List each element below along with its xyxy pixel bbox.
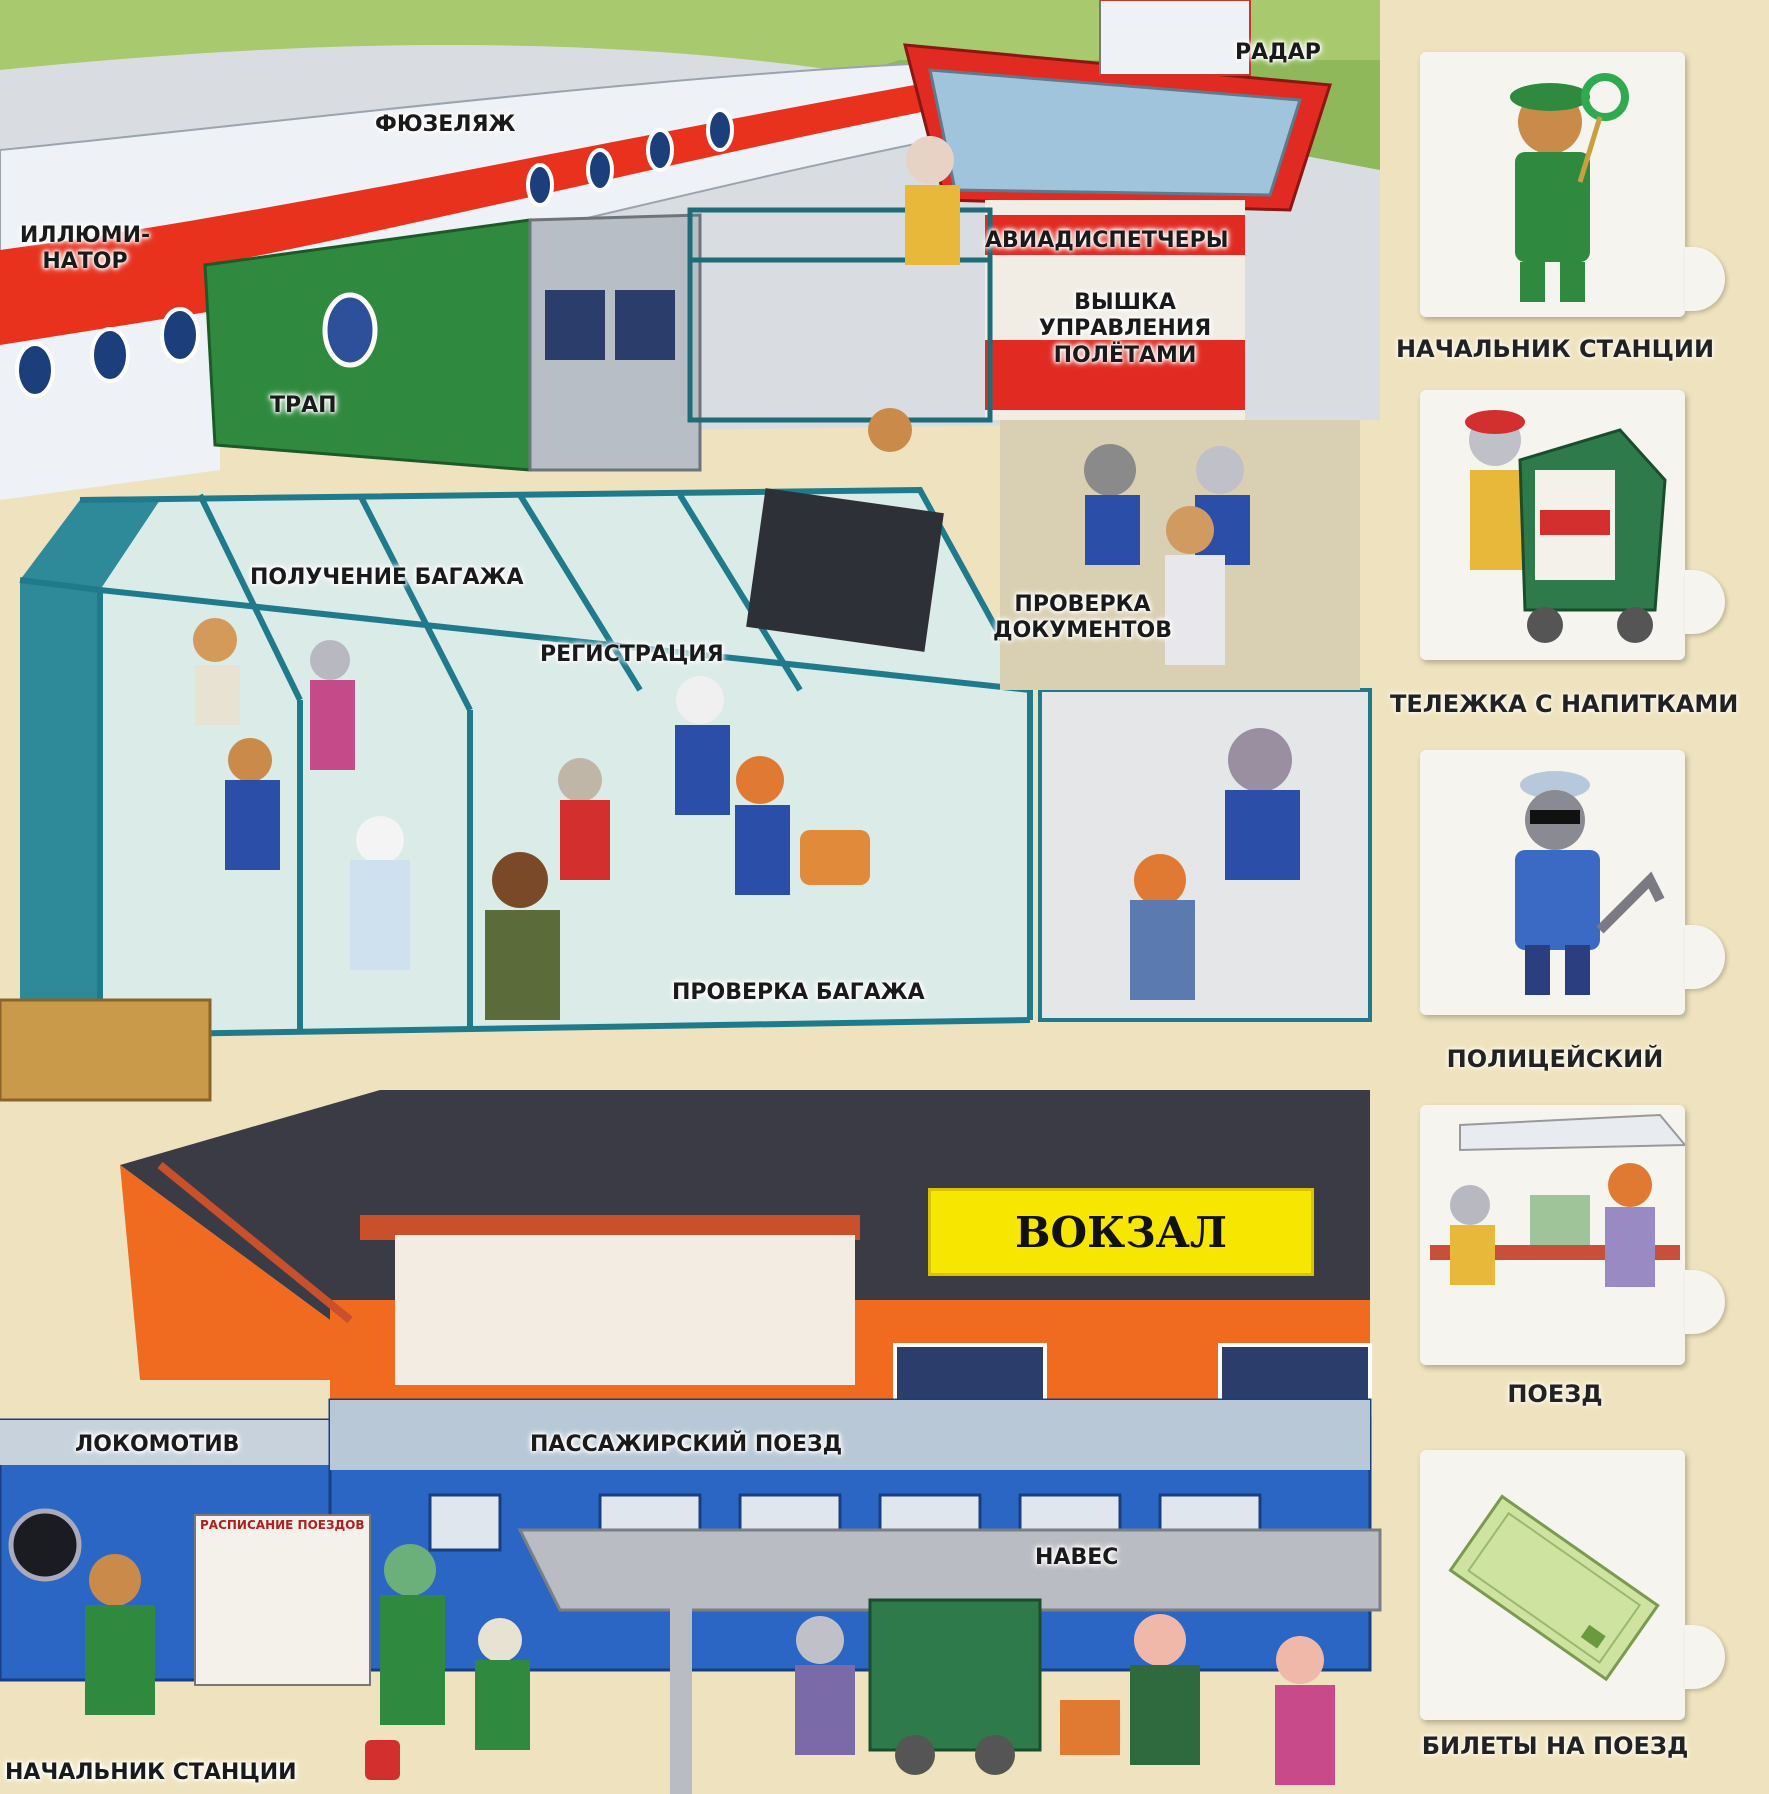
label-canopy: НАВЕС (1035, 1545, 1119, 1570)
label-document-check: ПРОВЕРКА ДОКУМЕНТОВ (992, 592, 1173, 644)
terminal-building (0, 420, 1372, 1102)
label-station-master: НАЧАЛЬНИК СТАНЦИИ (5, 1760, 297, 1785)
label-radar: РАДАР (1235, 40, 1321, 65)
label-baggage-check: ПРОВЕРКА БАГАЖА (672, 980, 925, 1005)
terminal-characters (193, 136, 1300, 1020)
train-tickets-icon (1448, 1494, 1660, 1682)
label-locomotive: ЛОКОМОТИВ (75, 1432, 240, 1457)
label-timetable: РАСПИСАНИЕ ПОЕЗДОВ (200, 1518, 365, 1532)
card-label-train: ПОЕЗД (1507, 1380, 1603, 1408)
card-policeman[interactable] (1420, 750, 1725, 1015)
card-label-station-master: НАЧАЛЬНИК СТАНЦИИ (1395, 335, 1715, 363)
gangway (203, 213, 702, 472)
label-passenger-train: ПАССАЖИРСКИЙ ПОЕЗД (530, 1432, 843, 1457)
airplane-fuselage (0, 58, 1042, 500)
card-label-drinks-cart: ТЕЛЕЖКА С НАПИТКАМИ (1390, 690, 1739, 718)
card-train[interactable] (1420, 1105, 1725, 1365)
card-label-train-tickets: БИЛЕТЫ НА ПОЕЗД (1421, 1732, 1689, 1760)
train-icon (1430, 1113, 1688, 1287)
card-train-tickets[interactable] (1420, 1450, 1725, 1720)
card-drinks-cart[interactable] (1420, 390, 1725, 660)
policeman-icon (1515, 771, 1665, 995)
card-station-master[interactable] (1420, 52, 1725, 317)
label-porthole: ИЛЛЮМИ-НАТОР (19, 223, 151, 275)
platform-characters (85, 1544, 1335, 1785)
label-baggage-claim: ПОЛУЧЕНИЕ БАГАЖА (250, 565, 524, 590)
card-label-policeman: ПОЛИЦЕЙСКИЙ (1446, 1045, 1664, 1073)
station-master-icon (1510, 73, 1629, 302)
label-fuselage: ФЮЗЕЛЯЖ (375, 112, 516, 137)
drinks-cart-icon (1465, 410, 1667, 643)
label-registration: РЕГИСТРАЦИЯ (540, 642, 724, 667)
platform-canopy (517, 1528, 1382, 1794)
station-sign: ВОКЗАЛ (928, 1188, 1314, 1276)
control-tower (687, 0, 1332, 423)
label-dispatchers: АВИАДИСПЕТЧЕРЫ (985, 228, 1229, 253)
label-gangway: ТРАП (270, 393, 337, 418)
label-tower: ВЫШКА УПРАВЛЕНИЯ ПОЛЁТАМИ (1038, 290, 1212, 368)
